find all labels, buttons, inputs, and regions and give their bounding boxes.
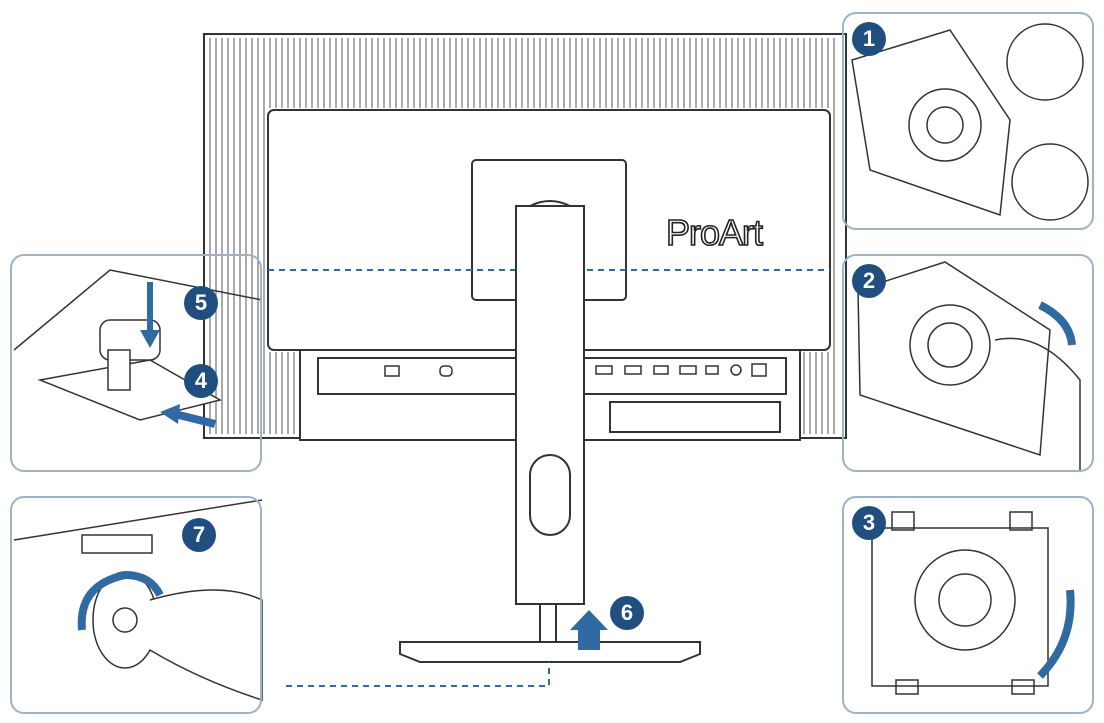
step-badge-1: 1 [852, 22, 886, 56]
up-arrow-icon [570, 610, 608, 630]
panel-2-drawing [857, 261, 1081, 470]
down-arrow-icon [140, 330, 160, 348]
inset-panel-step-2 [842, 254, 1094, 472]
inset-panel-step-7 [10, 496, 262, 714]
inset-panel-step-3 [842, 496, 1094, 714]
step-badge-6: 6 [610, 596, 644, 630]
rotate-arrow-icon [1038, 301, 1076, 346]
rotate-arrow-icon-2 [1037, 589, 1075, 679]
left-arrow-icon [160, 404, 180, 424]
stand-base [399, 641, 701, 663]
dashed-guide-bottom [286, 662, 550, 687]
step-badge-2: 2 [852, 264, 886, 298]
step-badge-7: 7 [182, 518, 216, 552]
panel-45-drawing [13, 269, 263, 421]
stand-neck [539, 603, 557, 643]
panel-7-drawing [13, 499, 263, 702]
rotate-arrow-icon-3 [77, 570, 164, 631]
inset-panel-steps-4-5 [10, 254, 262, 472]
step-badge-3: 3 [852, 506, 886, 540]
panel-1-drawing [851, 23, 1089, 221]
lower-compartment [609, 401, 781, 433]
ports [384, 363, 767, 377]
panel-3-drawing [871, 511, 1049, 695]
step-badge-5: 5 [184, 286, 218, 320]
step-badge-4: 4 [184, 364, 218, 398]
stand-column [515, 205, 585, 605]
inset-panel-step-1 [842, 12, 1094, 230]
cable-hole [529, 454, 571, 536]
brand-logo: ProArt [665, 211, 764, 254]
